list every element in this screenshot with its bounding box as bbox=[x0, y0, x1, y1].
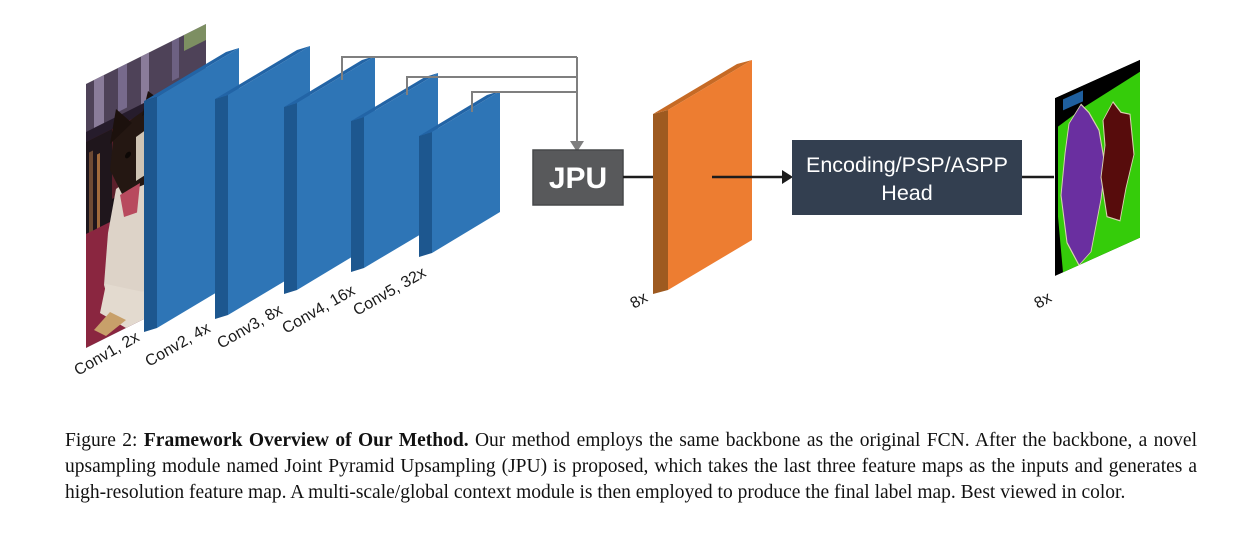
conv5-feature-map bbox=[419, 91, 500, 257]
figure-caption: Figure 2: Framework Overview of Our Meth… bbox=[65, 428, 1197, 506]
segmentation-map bbox=[1055, 59, 1140, 276]
conv5-label: Conv5, 32x bbox=[351, 264, 430, 319]
caption-title: Framework Overview of Our Method. bbox=[143, 430, 469, 451]
arrowhead-into-jpu bbox=[570, 141, 584, 152]
featuremap-to-head-arrow bbox=[712, 170, 793, 184]
jpu-output-scale-label: 8x bbox=[628, 289, 651, 312]
head-label-line1: Encoding/PSP/ASPP bbox=[806, 153, 1008, 177]
skip-connections bbox=[341, 56, 584, 152]
caption-figure-number: Figure 2: bbox=[65, 430, 144, 451]
output-image bbox=[1055, 59, 1140, 276]
jpu-label: JPU bbox=[549, 162, 607, 195]
jpu-block: JPU bbox=[532, 149, 624, 206]
conv4-feature-map bbox=[351, 73, 438, 272]
head-label-line2: Head bbox=[881, 181, 932, 205]
upsampled-feature-map bbox=[653, 60, 752, 294]
context-head-block: Encoding/PSP/ASPP Head bbox=[792, 140, 1022, 215]
caption-body: Our method employs the same backbone as … bbox=[65, 430, 1197, 503]
final-output-scale-label: 8x bbox=[1032, 289, 1055, 312]
framework-diagram: JPU Encoding/PSP/ASPP Head bbox=[72, 24, 1140, 379]
